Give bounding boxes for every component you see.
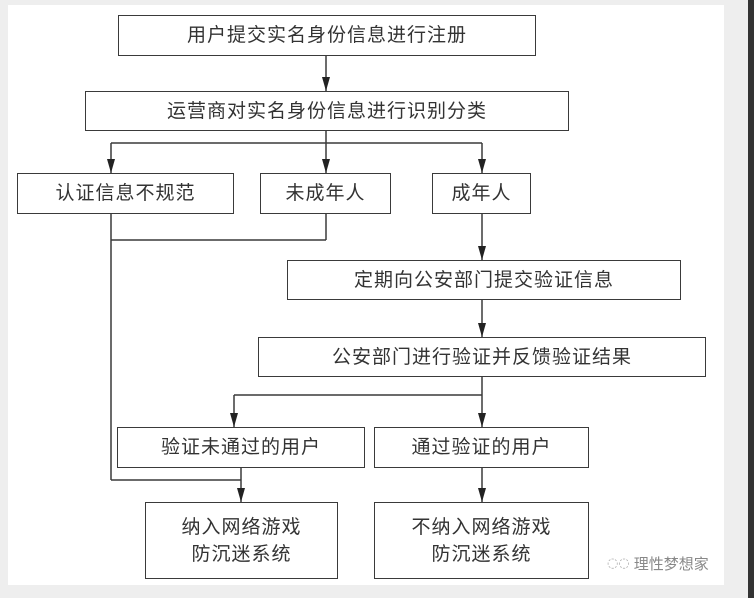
node-adult: 成年人 — [432, 173, 531, 214]
node-label: 认证信息不规范 — [55, 182, 196, 204]
node-label: 运营商对实名身份信息进行识别分类 — [166, 99, 487, 122]
node-classify: 运营商对实名身份信息进行识别分类 — [85, 91, 569, 131]
node-label: 通过验证的用户 — [411, 436, 552, 458]
node-label: 验证未通过的用户 — [160, 436, 321, 458]
node-label: 不纳入网络游戏 防沉迷系统 — [411, 515, 552, 565]
node-label: 用户提交实名身份信息进行注册 — [186, 24, 467, 46]
node-label: 定期向公安部门提交验证信息 — [353, 268, 614, 291]
node-minor: 未成年人 — [260, 173, 391, 214]
node-exclude: 不纳入网络游戏 防沉迷系统 — [374, 502, 589, 579]
node-register: 用户提交实名身份信息进行注册 — [118, 15, 536, 56]
node-invalid: 认证信息不规范 — [17, 173, 234, 214]
node-failed: 验证未通过的用户 — [117, 427, 365, 468]
node-label: 公安部门进行验证并反馈验证结果 — [331, 345, 632, 368]
node-label: 成年人 — [451, 182, 512, 204]
watermark: ◌◌ 理性梦想家 — [607, 553, 709, 574]
node-label: 未成年人 — [285, 182, 366, 204]
node-police: 公安部门进行验证并反馈验证结果 — [258, 337, 706, 377]
node-include: 纳入网络游戏 防沉迷系统 — [145, 502, 338, 579]
scrollbar[interactable] — [748, 0, 754, 598]
watermark-text: 理性梦想家 — [633, 555, 709, 573]
node-passed: 通过验证的用户 — [374, 427, 589, 468]
node-label: 纳入网络游戏 防沉迷系统 — [181, 515, 302, 565]
arrowheads — [107, 77, 486, 502]
node-submit: 定期向公安部门提交验证信息 — [287, 260, 681, 300]
wechat-icon: ◌◌ — [607, 556, 630, 571]
